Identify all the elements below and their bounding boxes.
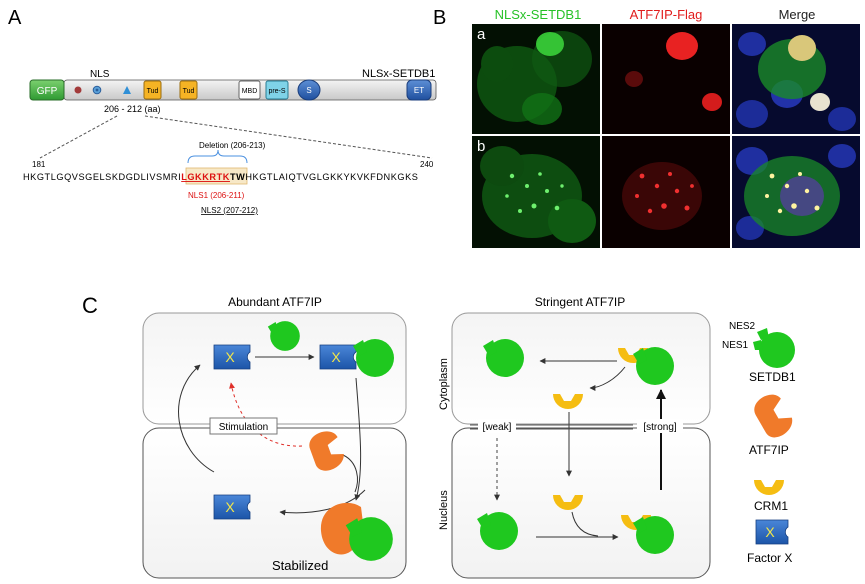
motif-red-dot (74, 86, 82, 94)
micro-b-red (602, 136, 730, 248)
seq-nls-tail: TW (230, 172, 245, 182)
factor-x-nucleus: X (213, 494, 251, 520)
col-title-nlsx-setdb1: NLSx-SETDB1 (495, 7, 582, 22)
factor-x-letter: X (225, 349, 235, 365)
mbd-label: MBD (242, 88, 258, 95)
factor-x-cyto: X (213, 344, 251, 370)
seq-right: HKGTLAIQTVGLGKKYKVKFDNKGKS (245, 172, 418, 182)
crm1-join-curve (571, 511, 599, 537)
pre-s-label: pre-S (268, 88, 285, 95)
nls1-label: NLS1 (206-211) (188, 191, 245, 200)
atf7ip-small (309, 431, 344, 471)
legend-atf7ip-icon (754, 394, 793, 438)
right-title: Stringent ATF7IP (535, 295, 626, 309)
weak-label: [weak] (483, 422, 512, 433)
gfp-label: GFP (37, 86, 58, 97)
atf7ip-join-arrow (342, 454, 358, 493)
cytoplasm-label: Cytoplasm (438, 358, 450, 410)
panel-c: C Abundant ATF7IP Stringent ATF7IP Cytop… (82, 293, 796, 579)
s-label: S (306, 86, 311, 95)
seq-nls-red: LGKKRTK (181, 172, 230, 182)
gfp-domain (29, 79, 65, 101)
strong-label: [strong] (643, 422, 677, 433)
strong-bg (637, 419, 683, 433)
legend-crm1: CRM1 (754, 499, 788, 513)
row-label-a: a (477, 26, 486, 43)
right-nucleus-box (451, 427, 711, 579)
nucleus-label: Nucleus (438, 490, 450, 530)
crm1-release-curve (589, 366, 626, 391)
micro-b-green: b (472, 136, 600, 248)
micro-a-merge (732, 24, 860, 134)
row-label-b: b (477, 138, 486, 155)
legend: NES2 NES1 SETDB1 ATF7IP CRM1 X Factor X (722, 321, 796, 565)
et-label: ET (414, 86, 424, 95)
weak-bg (478, 419, 516, 433)
nls-label: NLS (90, 69, 110, 80)
deletion-label: Deletion (206-213) (199, 141, 266, 150)
panel-a-label: A (8, 7, 22, 29)
stimulation-arrow (229, 382, 303, 447)
stimulation-label: Stimulation (219, 422, 268, 433)
legend-atf7ip: ATF7IP (749, 443, 789, 457)
nls-triangle (123, 86, 131, 94)
nls2-label: NLS2 (207-212) (201, 206, 258, 215)
zoom-line-right (144, 115, 433, 159)
stabilized-label: Stabilized (272, 558, 328, 573)
tud1-label: Tud (147, 88, 159, 95)
seq-start: 181 (32, 160, 46, 169)
legend-factor-x: Factor X (747, 551, 792, 565)
deletion-highlight (185, 167, 248, 185)
stimulation-box (209, 417, 278, 435)
panel-a: A NLS NLSx-SETDB1 GFP Tud Tud MBD pre-S … (8, 7, 437, 215)
panel-b-label: B (433, 7, 446, 29)
legend-setdb1: SETDB1 (749, 370, 796, 384)
import-arrow (354, 377, 362, 501)
tud2-label: Tud (183, 88, 195, 95)
s-domain (297, 79, 321, 101)
factor-x-export-arrow (178, 364, 215, 473)
nls-range: 206 - 212 (aa) (104, 104, 161, 114)
panel-c-label: C (82, 293, 98, 318)
micro-a-red (602, 24, 730, 134)
legend-crm1-icon (754, 480, 784, 495)
seq-end: 240 (420, 160, 434, 169)
legend-factor-x-letter: X (765, 524, 775, 540)
factor-x-letter-bound: X (331, 349, 341, 365)
construct-name: NLSx-SETDB1 (362, 68, 435, 80)
micro-b-merge (732, 136, 860, 248)
release-arrow (279, 489, 366, 516)
col-title-merge: Merge (779, 7, 816, 22)
legend-setdb1-icon (753, 328, 795, 368)
tudor-domain-1 (143, 80, 162, 100)
zoom-line-left (39, 115, 118, 159)
pre-s-domain (265, 80, 289, 100)
deletion-brace (187, 149, 248, 164)
et-domain (406, 79, 432, 101)
motif-blue-ring-core (95, 88, 99, 92)
tudor-domain-2 (179, 80, 198, 100)
factor-x-letter-nucleus: X (225, 499, 235, 515)
panel-b: B NLSx-SETDB1 ATF7IP-Flag Merge (433, 7, 815, 29)
seq-left: HKGTLGQVSGELSKDGDLIVSMRI (23, 172, 181, 182)
legend-nes2: NES2 (729, 321, 756, 332)
micro-a-green: a (472, 24, 600, 134)
legend-nes1: NES1 (722, 340, 749, 351)
legend-factor-x-icon: X (755, 519, 789, 545)
col-title-atf7ip-flag: ATF7IP-Flag (630, 7, 703, 22)
right-cytoplasm-box (451, 312, 711, 425)
protein-sequence: HKGTLGQVSGELSKDGDLIVSMRILGKKRTKTWHKGTLAI… (23, 172, 418, 182)
factor-x-bound: X (319, 344, 357, 370)
mbd-domain (238, 80, 261, 100)
stabilized-complex (320, 502, 393, 561)
left-title: Abundant ATF7IP (228, 295, 322, 309)
